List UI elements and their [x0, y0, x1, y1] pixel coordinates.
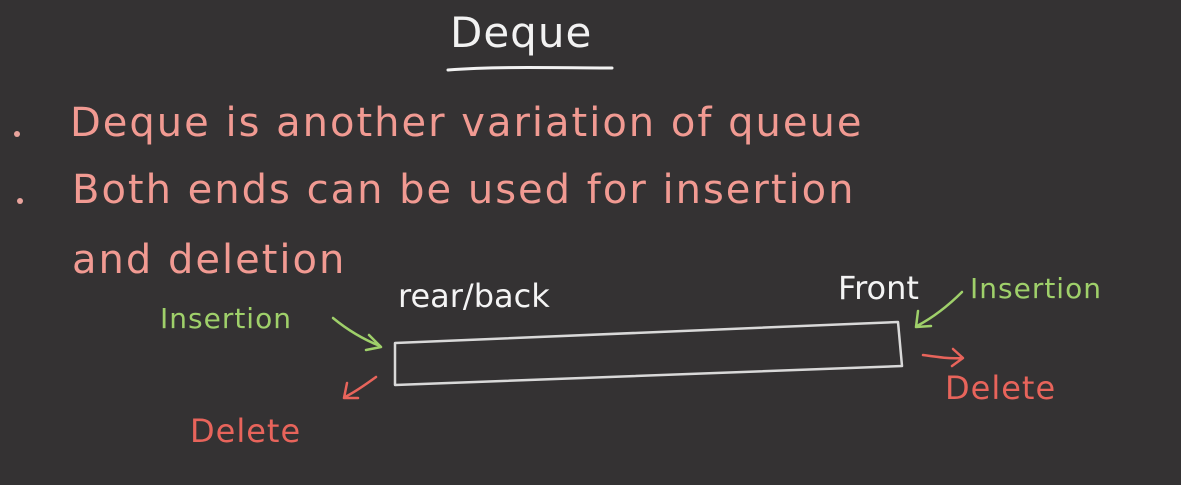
right-insertion-arrow — [914, 290, 964, 329]
right-delete-label: Delete — [945, 369, 1057, 407]
right-insertion-label: Insertion — [970, 272, 1102, 305]
title-underline — [446, 66, 614, 72]
deque-box-outline — [393, 320, 904, 387]
bullet-2-text: Both ends can be used for insertion — [72, 167, 856, 213]
page-title: Deque — [450, 8, 593, 57]
left-delete-arrow — [342, 375, 378, 400]
bullet-dot-2 — [17, 198, 23, 204]
left-insertion-arrow — [331, 316, 383, 352]
front-label: Front — [838, 269, 919, 307]
bullet-2-continuation: and deletion — [72, 237, 347, 283]
rear-back-label: rear/back — [398, 277, 550, 315]
left-insertion-label: Insertion — [160, 302, 292, 335]
right-delete-arrow — [921, 347, 965, 368]
bullet-dot-1 — [14, 131, 20, 137]
left-delete-label: Delete — [190, 412, 302, 450]
bullet-1-text: Deque is another variation of queue — [70, 100, 864, 146]
